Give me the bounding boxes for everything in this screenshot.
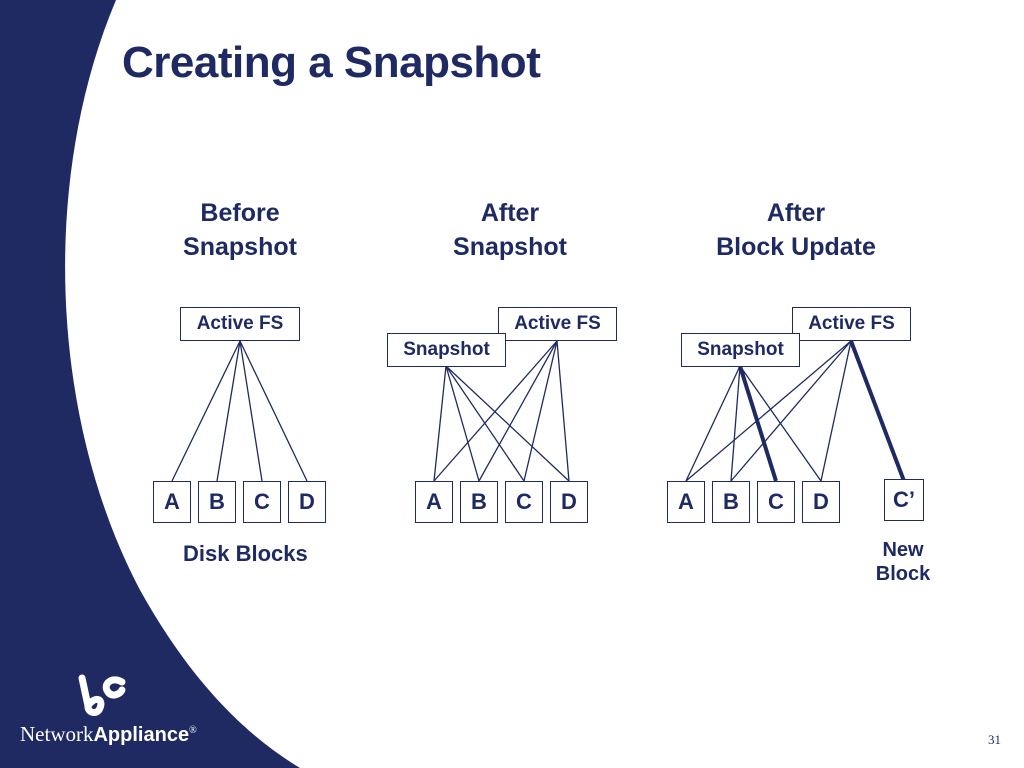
brand-bold: Appliance: [93, 724, 190, 746]
registered-mark: ®: [189, 725, 197, 736]
link-p2-snapshot-a: [433, 365, 447, 482]
p3-block-a: A: [667, 481, 705, 523]
network-appliance-wordmark: NetworkAppliance®: [20, 722, 197, 747]
link-p1-activefs-c: [239, 340, 263, 482]
p1-block-d: D: [288, 481, 326, 523]
link-p2-snapshot-d: [445, 365, 570, 482]
link-p2-activefs-c: [523, 340, 558, 482]
disk-blocks-caption: Disk Blocks: [183, 541, 308, 566]
link-p2-activefs-d: [556, 340, 570, 482]
brand-prefix: Network: [20, 722, 94, 746]
slide-title: Creating a Snapshot: [122, 38, 541, 87]
heading-before-snapshot: Before Snapshot: [110, 196, 370, 264]
heading-after-update-line2: Block Update: [716, 233, 876, 261]
link-p1-activefs-b: [216, 340, 241, 482]
p2-block-c: C: [505, 481, 543, 523]
heading-after-snapshot: After Snapshot: [380, 196, 640, 264]
link-p3-snapshot-c-bold: [738, 365, 778, 482]
link-p1-activefs-d: [239, 340, 308, 482]
p1-block-a: A: [153, 481, 191, 523]
link-p3-snapshot-a: [685, 365, 741, 482]
link-p3-snapshot-b: [730, 365, 741, 482]
link-p2-snapshot-b: [445, 365, 480, 482]
new-block-caption-line1: New: [882, 539, 924, 561]
link-p3-activefs-b: [730, 340, 852, 482]
link-p3-activefs-a: [685, 340, 852, 482]
new-block-caption: New Block: [858, 538, 948, 586]
p3-new-block-c-prime: C’: [884, 479, 924, 521]
link-p2-activefs-b: [478, 340, 558, 482]
heading-after-snapshot-line1: After: [480, 199, 540, 227]
network-appliance-logo-mark-icon: [78, 674, 126, 716]
p3-block-c: C: [757, 481, 795, 523]
heading-before-line1: Before: [200, 199, 280, 227]
p2-block-d: D: [550, 481, 588, 523]
p2-snapshot-box: Snapshot: [387, 333, 506, 367]
page-number: 31: [988, 732, 1001, 747]
link-p3-activefs-d: [820, 340, 852, 482]
heading-after-snapshot-line2: Snapshot: [453, 233, 567, 261]
link-p3-activefs-cprime-bold: [849, 340, 906, 482]
p1-block-b: B: [198, 481, 236, 523]
p3-block-d: D: [802, 481, 840, 523]
network-appliance-logo: NetworkAppliance®: [20, 672, 197, 752]
p3-active-fs-box: Active FS: [792, 307, 911, 341]
p2-active-fs-box: Active FS: [498, 307, 617, 341]
heading-before-line2: Snapshot: [183, 233, 297, 261]
p3-snapshot-box: Snapshot: [681, 333, 800, 367]
p2-block-b: B: [460, 481, 498, 523]
link-p1-activefs-a: [171, 340, 241, 482]
p3-block-b: B: [712, 481, 750, 523]
new-block-caption-line2: Block: [875, 563, 931, 585]
heading-after-update-line1: After: [766, 199, 826, 227]
link-p2-activefs-a: [433, 340, 558, 482]
heading-after-block-update: After Block Update: [666, 196, 926, 264]
p1-active-fs-box: Active FS: [180, 307, 300, 341]
p1-block-c: C: [243, 481, 281, 523]
p2-block-a: A: [415, 481, 453, 523]
